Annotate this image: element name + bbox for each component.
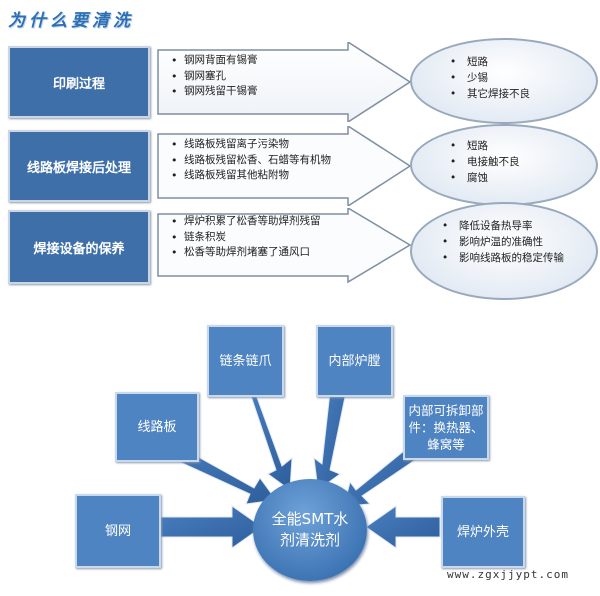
node-chamber: 内部炉膛 <box>316 325 393 397</box>
effect-oval: 短路 少锡 其它焊接不良 <box>410 38 598 124</box>
effect-item: 少锡 <box>450 70 530 86</box>
effect-item: 短路 <box>450 138 520 154</box>
reason-box: 焊接设备的保养 <box>8 210 150 284</box>
cause-item: 松香等助焊剂堵塞了通风口 <box>171 245 321 261</box>
node-shell: 焊炉外壳 <box>441 496 525 568</box>
node-stencil: 钢网 <box>75 494 161 568</box>
reason-box: 印刷过程 <box>8 46 150 118</box>
arrow-chamber <box>313 391 347 491</box>
effect-item: 短路 <box>450 54 530 70</box>
reason-box: 线路板焊接后处理 <box>8 130 150 202</box>
watermark: www.zgxjjypt.com <box>447 568 569 581</box>
cause-item: 线路板残留松香、石蜡等有机物 <box>171 153 331 169</box>
effect-item: 影响炉温的准确性 <box>442 234 567 250</box>
cause-item: 线路板残留离子污染物 <box>171 137 331 153</box>
hub-cleaner: 全能SMT水 剂清洗剂 <box>253 479 367 581</box>
effect-item: 其它焊接不良 <box>450 86 530 102</box>
hub-line: 剂清洗剂 <box>279 531 340 549</box>
reason-row-printing: 印刷过程 钢网背面有锡膏 钢网塞孔 钢网残留干锡膏 短路 少锡 其它焊接不良 <box>8 38 598 124</box>
cause-item: 线路板残留其他粘附物 <box>171 168 331 184</box>
node-chain: 链条链爪 <box>207 325 284 397</box>
reason-row-equipment: 焊接设备的保养 焊炉积累了松香等助焊剂残留 链条积炭 松香等助焊剂堵塞了通风口 … <box>8 202 598 300</box>
cause-item: 链条积炭 <box>171 230 321 246</box>
cause-item: 钢网塞孔 <box>171 69 258 85</box>
node-parts: 内部可拆卸部件：换热器、蜂窝等 <box>403 395 489 460</box>
cause-item: 焊炉积累了松香等助焊剂残留 <box>171 214 321 230</box>
cause-list: 钢网背面有锡膏 钢网塞孔 钢网残留干锡膏 <box>171 53 258 100</box>
cause-list: 焊炉积累了松香等助焊剂残留 链条积炭 松香等助焊剂堵塞了通风口 <box>171 214 321 261</box>
effect-item: 腐蚀 <box>450 170 520 186</box>
arrow-stencil <box>157 505 263 549</box>
reason-row-board: 线路板焊接后处理 线路板残留离子污染物 线路板残留松香、石蜡等有机物 线路板残留… <box>8 124 598 206</box>
effect-item: 降低设备热导率 <box>442 218 567 234</box>
effect-item: 影响线路板的稳定传输 <box>442 250 567 266</box>
effect-item: 电接触不良 <box>450 154 520 170</box>
arrow-chain <box>238 391 293 491</box>
effect-oval: 降低设备热导率 影响炉温的准确性 影响线路板的稳定传输 <box>410 202 598 300</box>
page-title: 为什么要清洗 <box>8 11 134 31</box>
cause-list: 线路板残留离子污染物 线路板残留松香、石蜡等有机物 线路板残留其他粘附物 <box>171 137 331 184</box>
arrow-shell <box>365 505 441 549</box>
cause-item: 钢网残留干锡膏 <box>171 84 258 100</box>
hub-line: 全能SMT水 <box>271 510 349 528</box>
cause-item: 钢网背面有锡膏 <box>171 53 258 69</box>
node-board: 线路板 <box>115 392 199 462</box>
